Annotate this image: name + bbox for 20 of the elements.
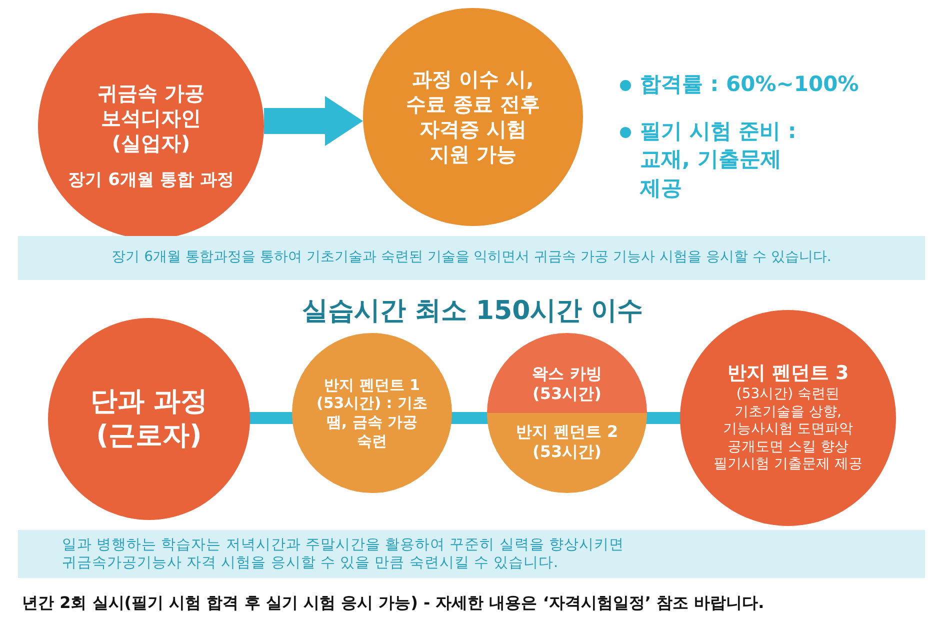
arrow (264, 96, 363, 146)
node-label: 반지 펜던트 3 (726, 362, 850, 386)
footer-note: 년간 2회 실시(필기 시험 합격 후 실기 시험 응시 가능) - 자세한 내용은 ‘자격시험일정’ 참조 바랍니다. (22, 593, 764, 614)
bullet-item: 필기 시험 준비 : 교재, 기출문제 제공 (640, 118, 798, 202)
bullet-item: 합격률 : 60%~100% (640, 71, 859, 98)
node-subtext: 장기 6개월 통합 과정 (67, 170, 235, 192)
node-label: 단과 과정 (근로자) (89, 385, 209, 453)
section-heading: 실습시간 최소 150시간 이수 (300, 295, 644, 328)
node-label: 반지 펜던트 1 (53시간) : 기초 땜, 금속 가공 숙련 (315, 376, 429, 450)
band-text: 장기 6개월 통합과정을 통하여 기초기술과 숙련된 기술을 익히면서 귀금속 가공 기능사 시험을 응시할 수 있습니다. (112, 249, 832, 267)
node-label: 왁스 카빙 (53시간) (531, 364, 603, 404)
node-label: 귀금속 가공 보석디자인 (실업자) (96, 80, 206, 156)
node-subtext: 반지 펜던트 2 (53시간) (514, 422, 620, 462)
node-subtext: (53시간) 숙련된 기초기술을 상향, 기능사시험 도면파악 공개도면 스킬 향상 필기시험 기출문제 제공 (712, 386, 864, 474)
band-text: 일과 병행하는 학습자는 저녁시간과 주말시간을 활용하여 꾸준히 실력을 향상시키면 귀금속가공기능사 자격 시험을 응시할 수 있을 만큼 숙련시킬 수 있습니다. (62, 536, 625, 572)
node-label: 과정 이수 시, 수료 종료 전후 자격증 시험 지원 가능 (405, 67, 541, 167)
connector-bar (249, 412, 293, 424)
info-band (18, 236, 925, 280)
info-band (18, 530, 925, 578)
connector-bar (451, 412, 488, 424)
